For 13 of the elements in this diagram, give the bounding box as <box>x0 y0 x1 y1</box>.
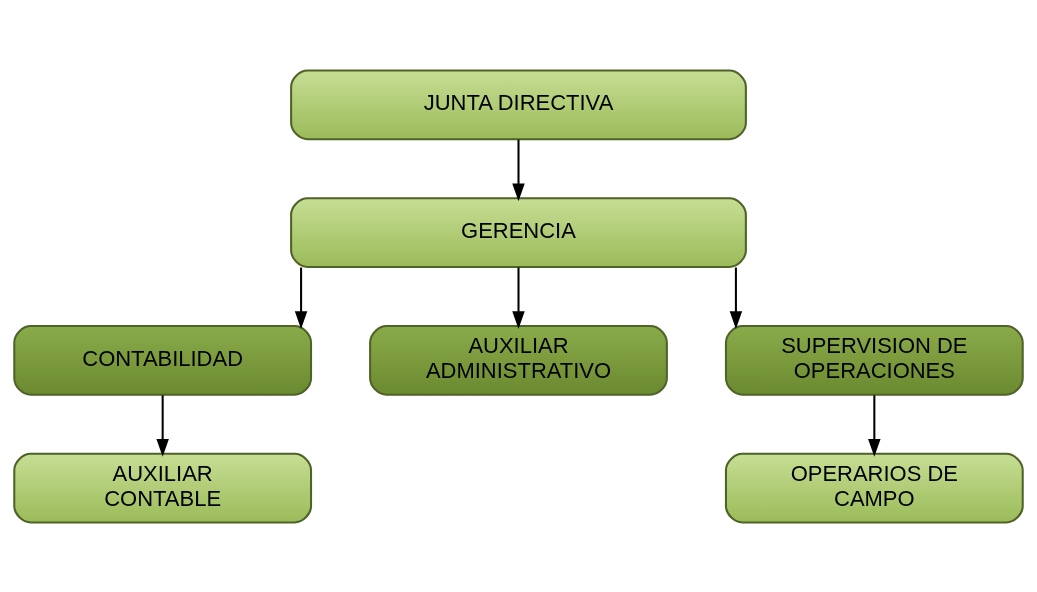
node-box: OPERARIOS DE CAMPO <box>724 452 1024 524</box>
arrow <box>729 267 743 329</box>
arrow <box>512 139 525 201</box>
node-box: AUXILIAR CONTABLE <box>13 452 313 524</box>
arrow <box>512 267 525 329</box>
node-box: CONTABILIDAD <box>13 324 313 396</box>
arrow <box>868 394 881 457</box>
node-box: SUPERVISION DE OPERACIONES <box>724 324 1024 396</box>
arrow <box>294 267 308 329</box>
node-box: AUXILIAR ADMINISTRATIVO <box>369 324 668 396</box>
arrow <box>156 394 169 457</box>
node-box: GERENCIA <box>290 196 747 268</box>
node-box: JUNTA DIRECTIVA <box>290 68 747 140</box>
